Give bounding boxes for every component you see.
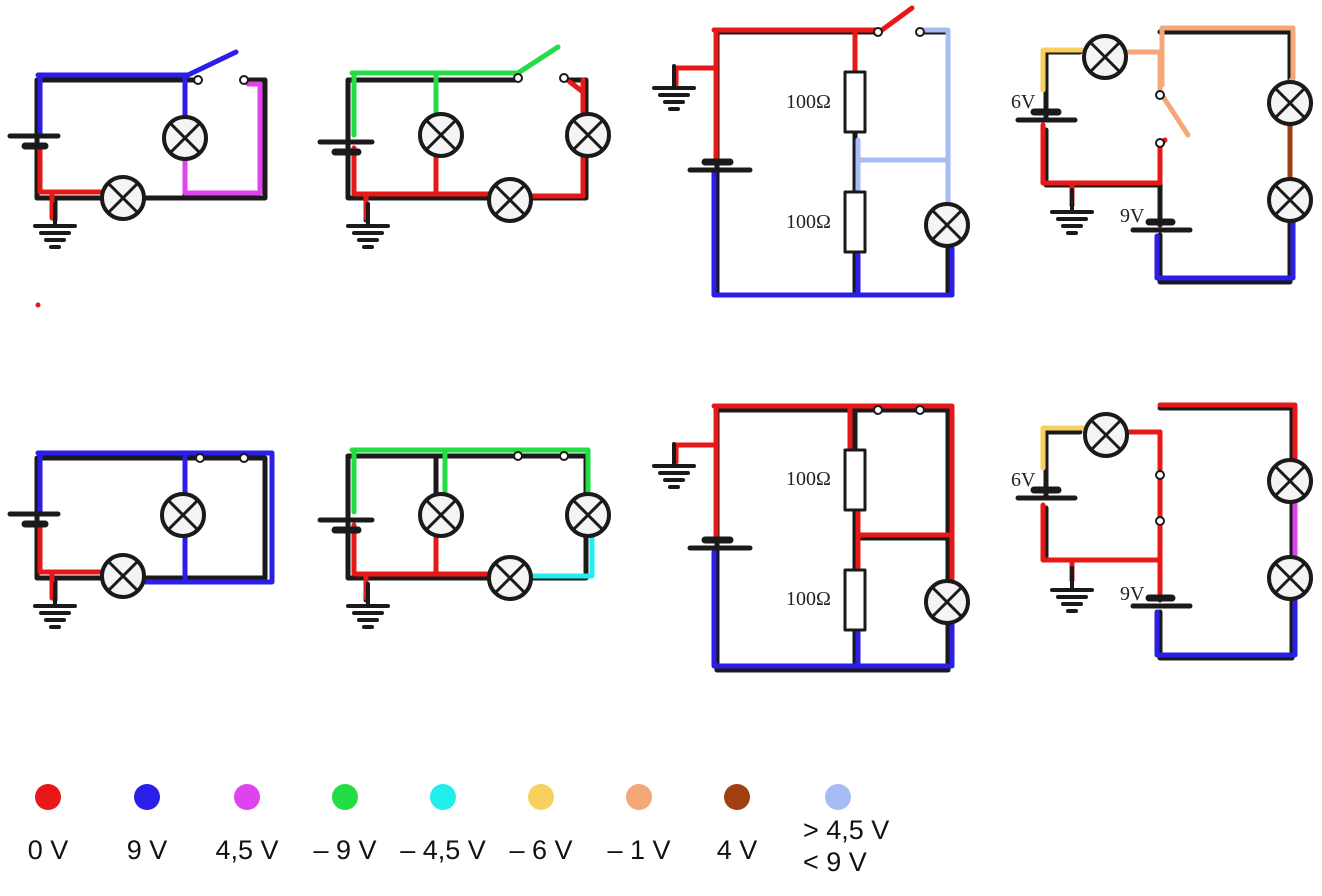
legend-swatch	[528, 784, 554, 810]
circuit-5	[7, 450, 275, 629]
circuit-2	[317, 44, 611, 249]
legend-label: 4,5 V	[215, 835, 279, 865]
legend-swatch	[724, 784, 750, 810]
legend-item: – 1 V	[584, 784, 694, 866]
legend-item: 4 V	[682, 784, 792, 866]
battery-label-6v: 6V	[1011, 469, 1036, 491]
resistor-label: 100Ω	[786, 211, 831, 233]
voltage-legend: 0 V 9 V 4,5 V – 9 V – 4,5 V – 6 V – 1 V 4 V > 4,…	[0, 770, 1322, 896]
legend-swatch	[134, 784, 160, 810]
legend-item: – 6 V	[486, 784, 596, 866]
circuit-8: 6V 9V	[1011, 402, 1313, 661]
legend-swatch	[234, 784, 260, 810]
legend-label: 9 V	[126, 835, 168, 865]
legend-item: 4,5 V	[192, 784, 302, 866]
legend-label: – 9 V	[313, 835, 377, 865]
legend-swatch	[332, 784, 358, 810]
legend-item: > 4,5 V < 9 V	[783, 784, 893, 878]
circuit-6	[317, 447, 611, 629]
legend-label: – 1 V	[607, 835, 671, 865]
legend-swatch	[825, 784, 851, 810]
circuit-4: 6V 9V	[1011, 25, 1313, 285]
resistor-label: 100Ω	[786, 91, 831, 113]
legend-item: – 4,5 V	[388, 784, 498, 866]
circuit-3: 100Ω 100Ω	[652, 5, 970, 298]
legend-swatch	[430, 784, 456, 810]
legend-item: 0 V	[0, 784, 103, 866]
resistor-label: 100Ω	[786, 588, 831, 610]
circuit-1	[7, 49, 268, 308]
circuit-7: 100Ω 100Ω	[652, 403, 970, 673]
legend-item: – 9 V	[290, 784, 400, 866]
battery-label-9v: 9V	[1120, 583, 1145, 605]
legend-label: 0 V	[27, 835, 69, 865]
legend-label: – 4,5 V	[400, 835, 486, 865]
legend-item: 9 V	[92, 784, 202, 866]
legend-label: – 6 V	[509, 835, 573, 865]
battery-label-9v: 9V	[1120, 205, 1145, 227]
resistor-label: 100Ω	[786, 468, 831, 490]
legend-label: 4 V	[716, 835, 758, 865]
legend-swatch	[626, 784, 652, 810]
legend-label: > 4,5 V < 9 V	[803, 815, 890, 877]
legend-swatch	[35, 784, 61, 810]
battery-label-6v: 6V	[1011, 91, 1036, 113]
